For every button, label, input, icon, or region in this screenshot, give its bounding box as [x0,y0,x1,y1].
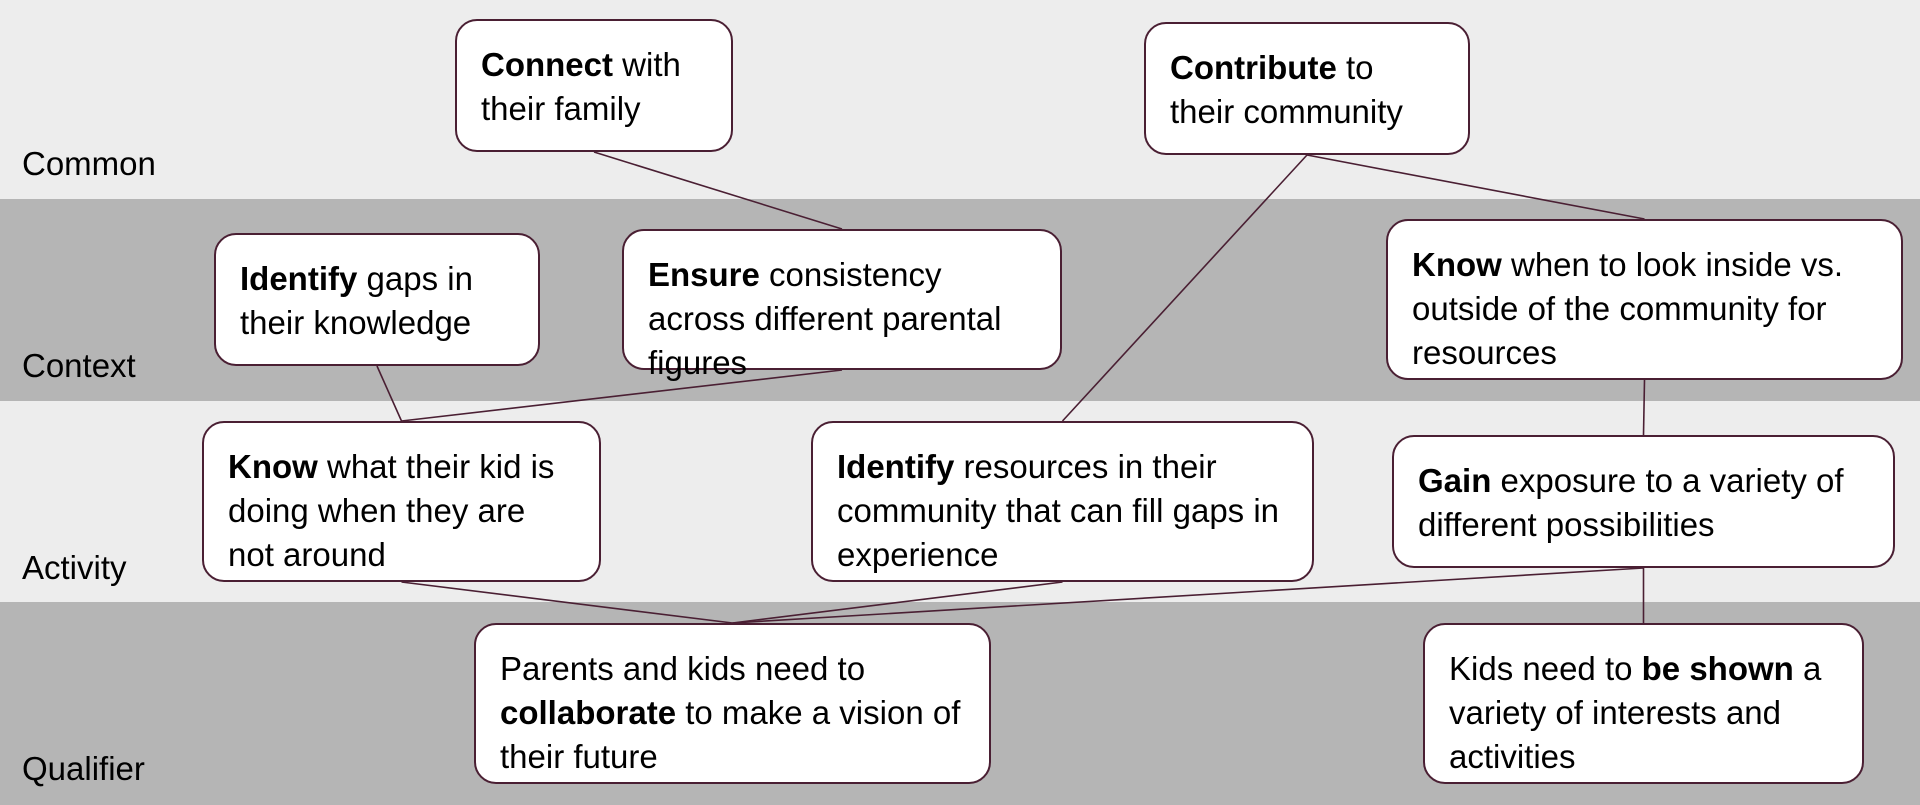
node-ensure-consistency: Ensure consistency across different pare… [622,229,1062,381]
node-text: exposure to a variety of different possi… [1418,462,1844,543]
node-gain-exposure: Gain exposure to a variety of different … [1392,435,1895,568]
link-contribute-community-to-know-inside-outside [1306,154,1645,220]
link-identify-gaps-to-know-kid [376,365,403,422]
node-text: to their community [1170,49,1403,130]
node-text: consistency across different parental fi… [648,256,1002,381]
link-know-kid-to-collaborate [401,581,733,624]
node-text: what their kid is doing when they are no… [228,448,555,573]
node-text-bold: Know [228,448,318,485]
band-label-common: Common [22,145,156,182]
link-contribute-community-to-identify-resources [1061,154,1308,422]
link-identify-resources-to-collaborate [732,581,1063,624]
node-text-bold: collaborate [500,694,677,731]
link-ensure-consistency-to-know-kid [401,369,843,422]
band-common [0,0,1920,199]
node-text: a variety of interests and activities [1449,650,1822,775]
link-know-inside-outside-to-gain-exposure [1642,379,1646,436]
node-text: Kids need to [1449,650,1642,687]
node-know-inside-outside: Know when to look inside vs. outside of … [1386,219,1903,380]
node-text-bold: Know [1412,246,1502,283]
band-label-qualifier: Qualifier [22,750,145,787]
node-know-kid: Know what their kid is doing when they a… [202,421,601,582]
node-text: with their family [481,46,681,127]
node-text: when to look inside vs. outside of the c… [1412,246,1844,371]
link-connect-family-to-ensure-consistency [593,151,843,230]
node-text: Parents and kids need to [500,650,866,687]
link-gain-exposure-to-collaborate [732,567,1644,624]
node-text-bold: Connect [481,46,613,83]
node-collaborate: Parents and kids need to collaborate to … [474,623,991,784]
node-text-bold: Identify [240,260,358,297]
node-text-bold: Ensure [648,256,760,293]
node-text-bold: Gain [1418,462,1492,499]
node-text-bold: Contribute [1170,49,1337,86]
node-text: gaps in their knowledge [240,260,473,341]
node-identify-gaps: Identify gaps in their knowledge [214,233,540,366]
node-text: to make a vision of their future [500,694,961,775]
node-text: resources in their community that can fi… [837,448,1280,573]
band-label-activity: Activity [22,549,127,586]
node-be-shown: Kids need to be shown a variety of inter… [1423,623,1864,784]
band-label-context: Context [22,347,136,384]
node-text-bold: be shown [1641,650,1794,687]
node-contribute-community: Contribute to their community [1144,22,1470,155]
node-text-bold: Identify [837,448,955,485]
node-connect-family: Connect with their family [455,19,733,152]
node-identify-resources: Identify resources in their community th… [811,421,1314,582]
